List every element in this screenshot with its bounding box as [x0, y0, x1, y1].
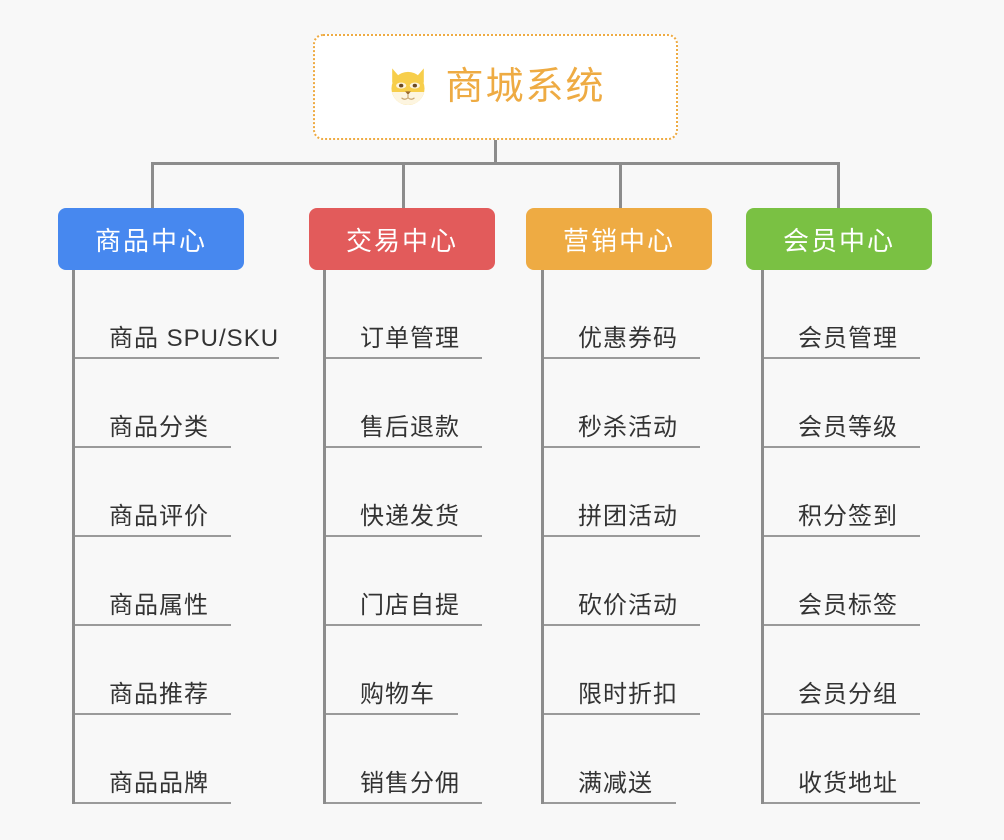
leaf-label: 销售分佣: [360, 770, 460, 798]
category-box-marketing-center[interactable]: 营销中心: [526, 208, 712, 270]
leaf-label: 会员标签: [798, 592, 898, 620]
leaf-label: 商品品牌: [109, 770, 209, 798]
leaf-item[interactable]: 积分签到: [764, 448, 920, 537]
connector-bus: [151, 162, 839, 165]
leaf-item[interactable]: 商品分类: [75, 359, 231, 448]
leaf-item[interactable]: 秒杀活动: [544, 359, 700, 448]
leaf-item[interactable]: 限时折扣: [544, 626, 700, 715]
leaf-label: 会员分组: [798, 681, 898, 709]
leaf-item[interactable]: 购物车: [326, 626, 458, 715]
leaf-label: 售后退款: [360, 414, 460, 442]
leaf-label: 购物车: [360, 681, 435, 709]
branch-spine: [323, 270, 326, 804]
leaf-label: 商品 SPU/SKU: [109, 325, 280, 353]
leaf-item[interactable]: 商品推荐: [75, 626, 231, 715]
leaf-label: 优惠券码: [578, 325, 678, 353]
root-label: 商城系统: [445, 66, 606, 108]
leaf-item[interactable]: 满减送: [544, 715, 676, 804]
leaf-label: 收货地址: [798, 770, 898, 798]
branch-spine: [72, 270, 75, 804]
leaf-item[interactable]: 砍价活动: [544, 537, 700, 626]
leaf-label: 会员管理: [798, 325, 898, 353]
leaf-item[interactable]: 门店自提: [326, 537, 482, 626]
leaf-item[interactable]: 会员管理: [764, 270, 920, 359]
leaf-label: 商品分类: [109, 414, 209, 442]
leaf-label: 商品属性: [109, 592, 209, 620]
leaf-label: 商品推荐: [109, 681, 209, 709]
leaf-item[interactable]: 销售分佣: [326, 715, 482, 804]
root-node[interactable]: 商城系统: [313, 34, 678, 140]
leaf-item[interactable]: 会员标签: [764, 537, 920, 626]
category-label: 营销中心: [562, 225, 675, 256]
connector-drop-4: [837, 162, 840, 208]
leaf-item[interactable]: 订单管理: [326, 270, 482, 359]
category-box-member-center[interactable]: 会员中心: [746, 208, 932, 270]
category-label: 商品中心: [94, 225, 207, 256]
branch-spine: [541, 270, 544, 804]
leaf-item[interactable]: 优惠券码: [544, 270, 700, 359]
leaf-label: 快递发货: [360, 503, 460, 531]
leaf-item[interactable]: 收货地址: [764, 715, 920, 804]
leaf-item[interactable]: 商品属性: [75, 537, 231, 626]
leaf-label: 拼团活动: [578, 503, 678, 531]
leaf-label: 积分签到: [798, 503, 898, 531]
category-box-trade-center[interactable]: 交易中心: [309, 208, 495, 270]
leaf-item[interactable]: 快递发货: [326, 448, 482, 537]
leaf-item[interactable]: 拼团活动: [544, 448, 700, 537]
category-label: 会员中心: [782, 225, 895, 256]
leaf-item[interactable]: 商品评价: [75, 448, 231, 537]
category-label: 交易中心: [345, 225, 458, 256]
branch-spine: [761, 270, 764, 804]
connector-drop-2: [402, 162, 405, 208]
leaf-label: 商品评价: [109, 503, 209, 531]
leaf-item[interactable]: 商品 SPU/SKU: [75, 270, 279, 359]
connector-drop-3: [619, 162, 622, 208]
connector-drop-1: [151, 162, 154, 208]
leaf-item[interactable]: 会员等级: [764, 359, 920, 448]
leaf-label: 会员等级: [798, 414, 898, 442]
leaf-label: 限时折扣: [578, 681, 678, 709]
category-box-product-center[interactable]: 商品中心: [58, 208, 244, 270]
leaf-label: 满减送: [578, 770, 653, 798]
leaf-label: 砍价活动: [578, 592, 678, 620]
leaf-label: 订单管理: [360, 325, 460, 353]
leaf-label: 门店自提: [360, 592, 460, 620]
shiba-dog-face-icon: [391, 68, 426, 105]
leaf-item[interactable]: 商品品牌: [75, 715, 231, 804]
leaf-label: 秒杀活动: [578, 414, 678, 442]
leaf-item[interactable]: 售后退款: [326, 359, 482, 448]
leaf-item[interactable]: 会员分组: [764, 626, 920, 715]
connector-root-stem: [494, 140, 497, 164]
